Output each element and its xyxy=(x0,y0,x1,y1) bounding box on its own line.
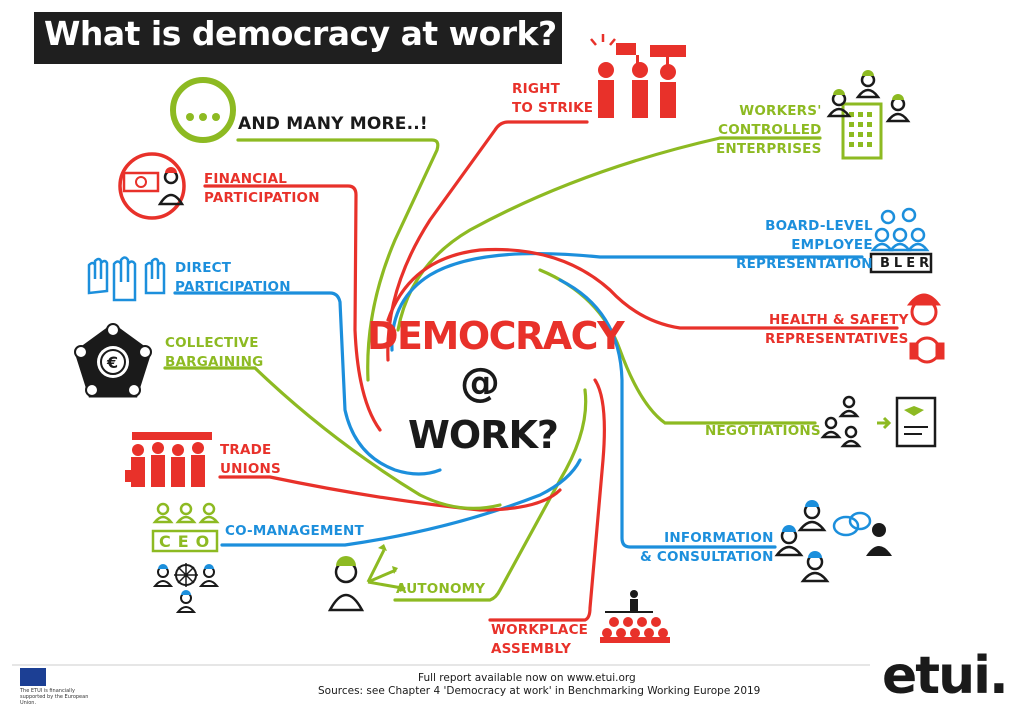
bler-badge: BLER xyxy=(880,256,934,271)
center-work: WORK? xyxy=(408,413,559,457)
consultation-icon xyxy=(774,500,892,583)
label-board-level: BOARD-LEVEL EMPLOYEE REPRESENTATION xyxy=(736,218,873,272)
svg-text:€: € xyxy=(106,353,118,372)
eu-flag-icon xyxy=(20,668,46,686)
label-workplace-assembly: WORKPLACE ASSEMBLY xyxy=(491,622,589,657)
autonomy-icon xyxy=(327,544,406,612)
label-financial-participation: FINANCIAL PARTICIPATION xyxy=(204,171,320,206)
workers-building-icon xyxy=(826,70,911,160)
safety-helmet-icon xyxy=(906,293,945,364)
label-many-more: AND MANY MORE..! xyxy=(238,114,428,134)
raised-hands-icon xyxy=(87,256,166,302)
assembly-icon xyxy=(600,590,670,643)
label-direct-participation: DIRECT PARTICIPATION xyxy=(175,260,291,295)
ceo-badge: CEO xyxy=(159,532,217,551)
label-negotiations: NEGOTIATIONS xyxy=(705,423,821,439)
page-title: What is democracy at work? xyxy=(44,14,557,53)
label-health-safety: HEALTH & SAFETY REPRESENTATIVES xyxy=(765,312,909,347)
co-management-icon xyxy=(151,502,220,613)
eu-funding-note: The ETUI is financially supported by the… xyxy=(20,688,89,706)
label-right-to-strike: RIGHT TO STRIKE xyxy=(512,81,594,116)
center-at-sign: @ xyxy=(460,360,500,406)
label-information: INFORMATION & CONSULTATION xyxy=(640,530,774,565)
bler-badge-frame xyxy=(869,252,933,274)
negotiation-icon xyxy=(820,395,937,448)
label-co-management: CO-MANAGEMENT xyxy=(225,523,364,539)
collective-bargaining-icon: € xyxy=(74,323,152,398)
center-democracy: DEMOCRACY xyxy=(367,314,625,358)
footer-sources: Sources: see Chapter 4 'Democracy at wor… xyxy=(318,685,761,697)
footer-report-link: Full report available now on www.etui.or… xyxy=(418,672,636,684)
trade-unions-icon xyxy=(125,432,212,487)
etui-logo: etui. xyxy=(882,646,1009,706)
label-collective-bargaining: COLLECTIVE BARGAINING xyxy=(165,335,264,370)
speech-dots-icon xyxy=(170,77,236,143)
financial-icon xyxy=(118,152,186,220)
board-people-icon xyxy=(870,207,930,252)
title-bar xyxy=(34,12,562,64)
label-workers-controlled: WORKERS' CONTROLLED ENTERPRISES xyxy=(716,103,822,157)
label-autonomy: AUTONOMY xyxy=(396,581,486,597)
strike-protest-icon xyxy=(590,34,686,118)
label-trade-unions: TRADE UNIONS xyxy=(220,442,281,477)
